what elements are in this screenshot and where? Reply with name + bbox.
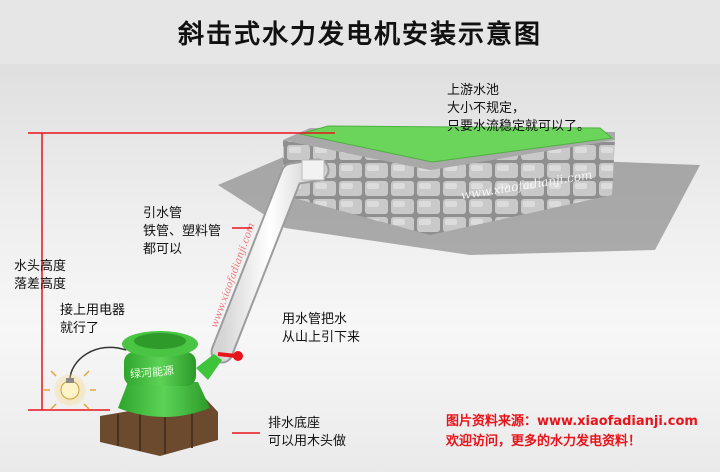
pipe-label: 引水管 铁管、塑料管 都可以	[143, 206, 222, 257]
source-credit: 图片资料来源：www.xiaofadianji.com 欢迎访问，更多的水力发电…	[446, 414, 698, 449]
pipe-inlet	[301, 159, 325, 181]
title-band	[0, 0, 720, 64]
light-bulb-icon	[44, 370, 96, 410]
nozzle-connector	[196, 354, 222, 380]
valve-handle	[233, 351, 243, 361]
generator-housing-base	[118, 382, 210, 417]
head-height-label: 水头高度 落差高度	[14, 259, 67, 292]
page-title: 斜击式水力发电机安装示意图	[177, 20, 542, 50]
reservoir-water	[300, 126, 612, 162]
reservoir-label: 上游水池 大小不规定， 只要水流稳定就可以了。	[447, 83, 591, 134]
generator-body	[124, 352, 196, 386]
appliance-label: 接上用电器 就行了	[60, 303, 126, 336]
flow-label: 用水管把水 从山上引下来	[282, 312, 361, 345]
base-label: 排水底座 可以用木头做	[268, 416, 347, 449]
reservoir-right-wall	[430, 140, 615, 235]
power-wire	[69, 346, 127, 381]
